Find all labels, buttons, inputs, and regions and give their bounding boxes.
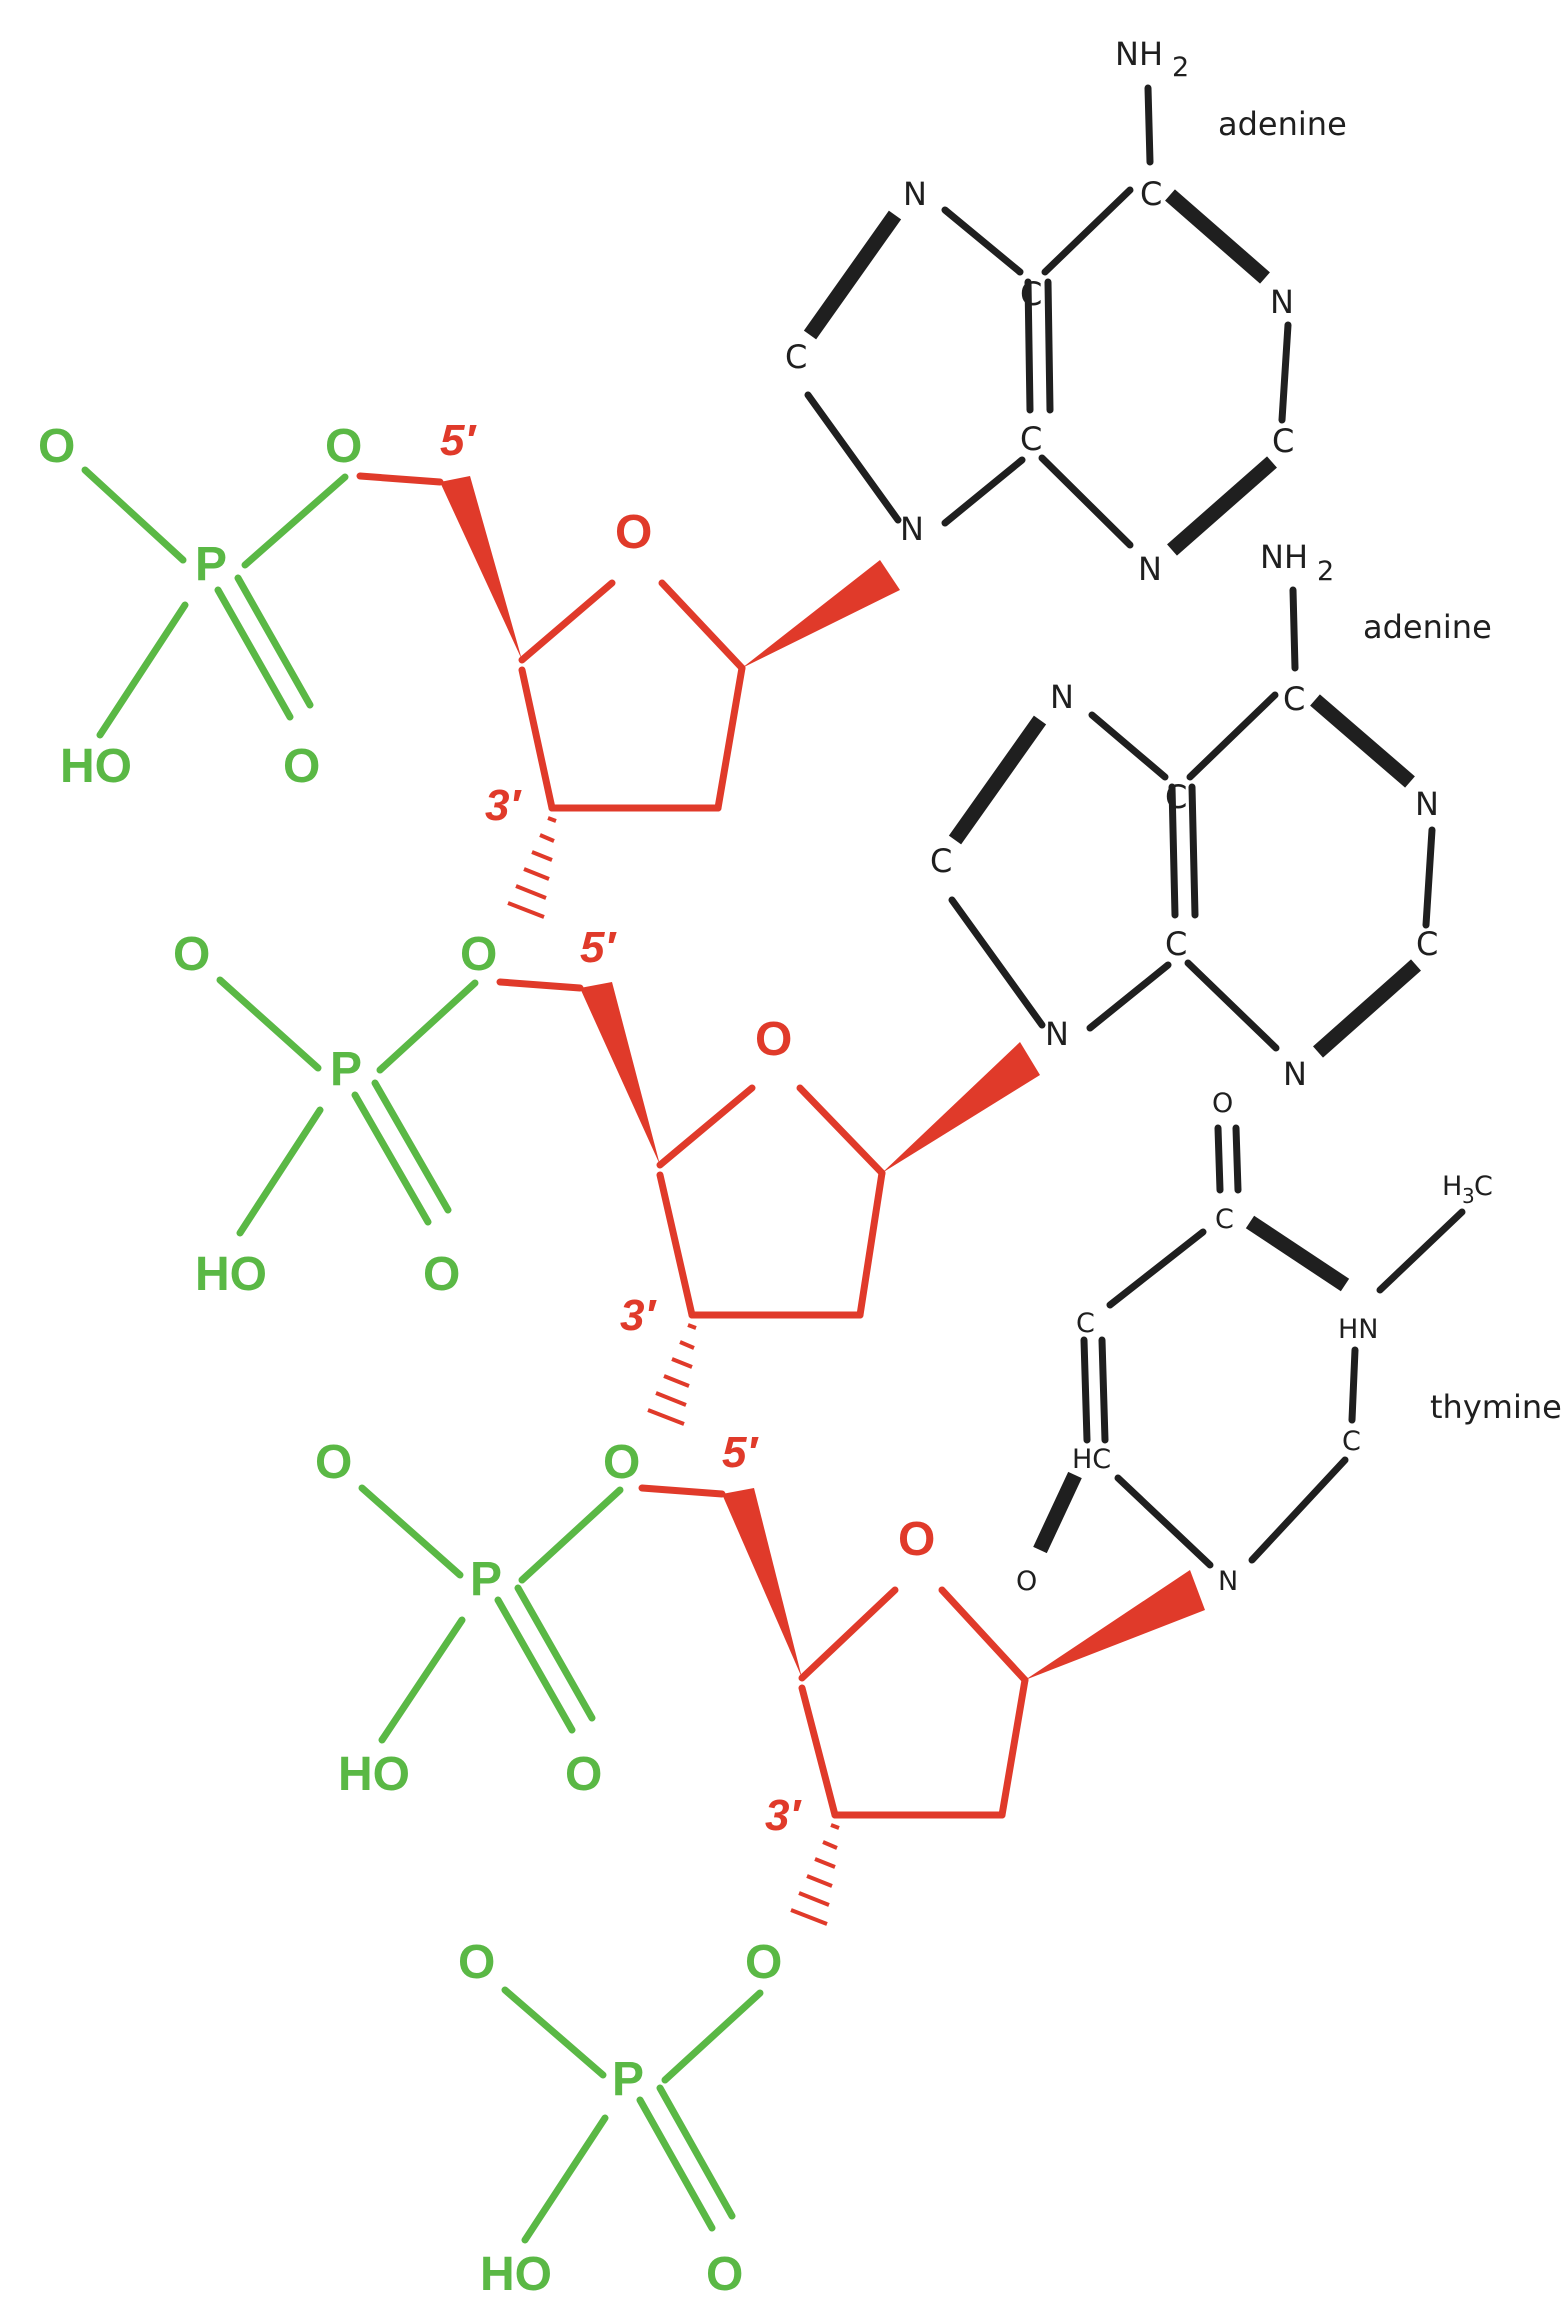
- adenine-1-n3: N: [1138, 550, 1162, 588]
- adenine-2-name: adenine: [1363, 608, 1492, 646]
- adenine-2-n3: N: [1283, 1055, 1307, 1093]
- adenine-base-2: NH 2 adenine C N C N C C N C N: [930, 538, 1492, 1093]
- adenine-2-c5: C: [1165, 778, 1187, 816]
- adenine-1-c5: C: [1020, 275, 1042, 313]
- adenine-1-c2: C: [1272, 422, 1294, 460]
- thymine-c4: C: [1215, 1204, 1234, 1235]
- sugar-2-five-prime-label: 5′: [580, 923, 617, 972]
- phosphate-2-hydroxyl: HO: [195, 1248, 267, 1301]
- adenine-2-amine-subscript: 2: [1317, 556, 1334, 587]
- phosphate-2-oxygen-top-left: O: [173, 928, 210, 981]
- adenine-1-c4: C: [1020, 420, 1042, 458]
- hashed-bond-2: [647, 1323, 697, 1426]
- thymine-methyl-c: C: [1474, 1171, 1493, 1202]
- sugar-3-five-prime-label: 5′: [722, 1428, 759, 1477]
- thymine-name: thymine: [1430, 1388, 1562, 1426]
- phosphate-2-phosphorus: P: [330, 1043, 362, 1096]
- phosphate-3-hydroxyl: HO: [338, 1748, 410, 1801]
- adenine-base-1: NH 2 adenine C N C N C C N C N: [785, 35, 1347, 588]
- thymine-n3: HN: [1338, 1314, 1379, 1345]
- deoxyribose-2: O 5′ 3′: [496, 923, 1040, 1426]
- hashed-bond-3: [790, 1823, 840, 1926]
- phosphate-4-hydroxyl: HO: [480, 2248, 552, 2301]
- adenine-1-amine: NH: [1115, 35, 1163, 73]
- thymine-c5: C: [1076, 1308, 1095, 1339]
- phosphate-3-phosphorus: P: [470, 1553, 502, 1606]
- phosphate-group-3: O O P HO O: [315, 1436, 640, 1801]
- deoxyribose-3: O 5′ 3′: [638, 1428, 1205, 1926]
- thymine-c6: HC: [1072, 1444, 1111, 1475]
- phosphate-group-4: O O P HO O: [458, 1936, 782, 2301]
- thymine-carbonyl-oxygen-top: O: [1212, 1088, 1233, 1119]
- phosphate-group-2: O O P HO O: [173, 928, 497, 1301]
- deoxyribose-1: O 5′ 3′: [356, 416, 900, 919]
- phosphate-2-oxygen-bottom: O: [423, 1248, 460, 1301]
- adenine-1-amine-subscript: 2: [1172, 52, 1189, 83]
- sugar-1-three-prime-label: 3′: [485, 781, 522, 830]
- sugar-1-five-prime-label: 5′: [440, 416, 477, 465]
- sugar-2-ring-oxygen: O: [755, 1013, 792, 1066]
- phosphate-4-oxygen-bottom: O: [706, 2248, 743, 2301]
- adenine-2-amine: NH: [1260, 538, 1308, 576]
- thymine-n1: N: [1218, 1566, 1238, 1597]
- adenine-1-c6: C: [1140, 175, 1162, 213]
- phosphate-1-oxygen-top-right: O: [325, 420, 362, 473]
- thymine-methyl-subscript: 3: [1462, 1184, 1475, 1208]
- phosphate-group-1: O O P HO O: [38, 420, 362, 793]
- adenine-1-name: adenine: [1218, 105, 1347, 143]
- adenine-1-n1: N: [1270, 283, 1294, 321]
- thymine-methyl-h: H: [1442, 1171, 1462, 1202]
- phosphate-1-oxygen-top-left: O: [38, 420, 75, 473]
- phosphate-1-hydroxyl: HO: [60, 740, 132, 793]
- thymine-c2: C: [1342, 1426, 1361, 1457]
- thymine-base: O H 3 C C HN thymine C C HC N O: [1016, 1088, 1562, 1597]
- sugar-1-ring-oxygen: O: [615, 506, 652, 559]
- adenine-2-c2: C: [1416, 925, 1438, 963]
- adenine-1-c8: C: [785, 338, 807, 376]
- adenine-2-n1: N: [1415, 785, 1439, 823]
- adenine-2-n9: N: [1045, 1015, 1069, 1053]
- adenine-1-n7: N: [903, 175, 927, 213]
- adenine-2-n7: N: [1050, 678, 1074, 716]
- phosphate-3-oxygen-top-right: O: [603, 1436, 640, 1489]
- phosphate-1-oxygen-bottom: O: [283, 740, 320, 793]
- adenine-2-c8: C: [930, 842, 952, 880]
- sugar-2-three-prime-label: 3′: [620, 1291, 657, 1340]
- hashed-bond-1: [507, 816, 557, 919]
- sugar-3-ring-oxygen: O: [898, 1513, 935, 1566]
- phosphate-4-oxygen-top-left: O: [458, 1936, 495, 1989]
- phosphate-3-oxygen-top-left: O: [315, 1436, 352, 1489]
- adenine-2-c6: C: [1283, 680, 1305, 718]
- phosphate-4-oxygen-top-right: O: [745, 1936, 782, 1989]
- adenine-2-c4: C: [1165, 925, 1187, 963]
- adenine-1-n9: N: [900, 510, 924, 548]
- phosphate-4-phosphorus: P: [612, 2053, 644, 2106]
- thymine-carbonyl-oxygen-bottom: O: [1016, 1566, 1037, 1597]
- phosphate-3-oxygen-bottom: O: [565, 1748, 602, 1801]
- phosphate-1-phosphorus: P: [195, 538, 227, 591]
- phosphate-2-oxygen-top-right: O: [460, 928, 497, 981]
- sugar-3-three-prime-label: 3′: [765, 1791, 802, 1840]
